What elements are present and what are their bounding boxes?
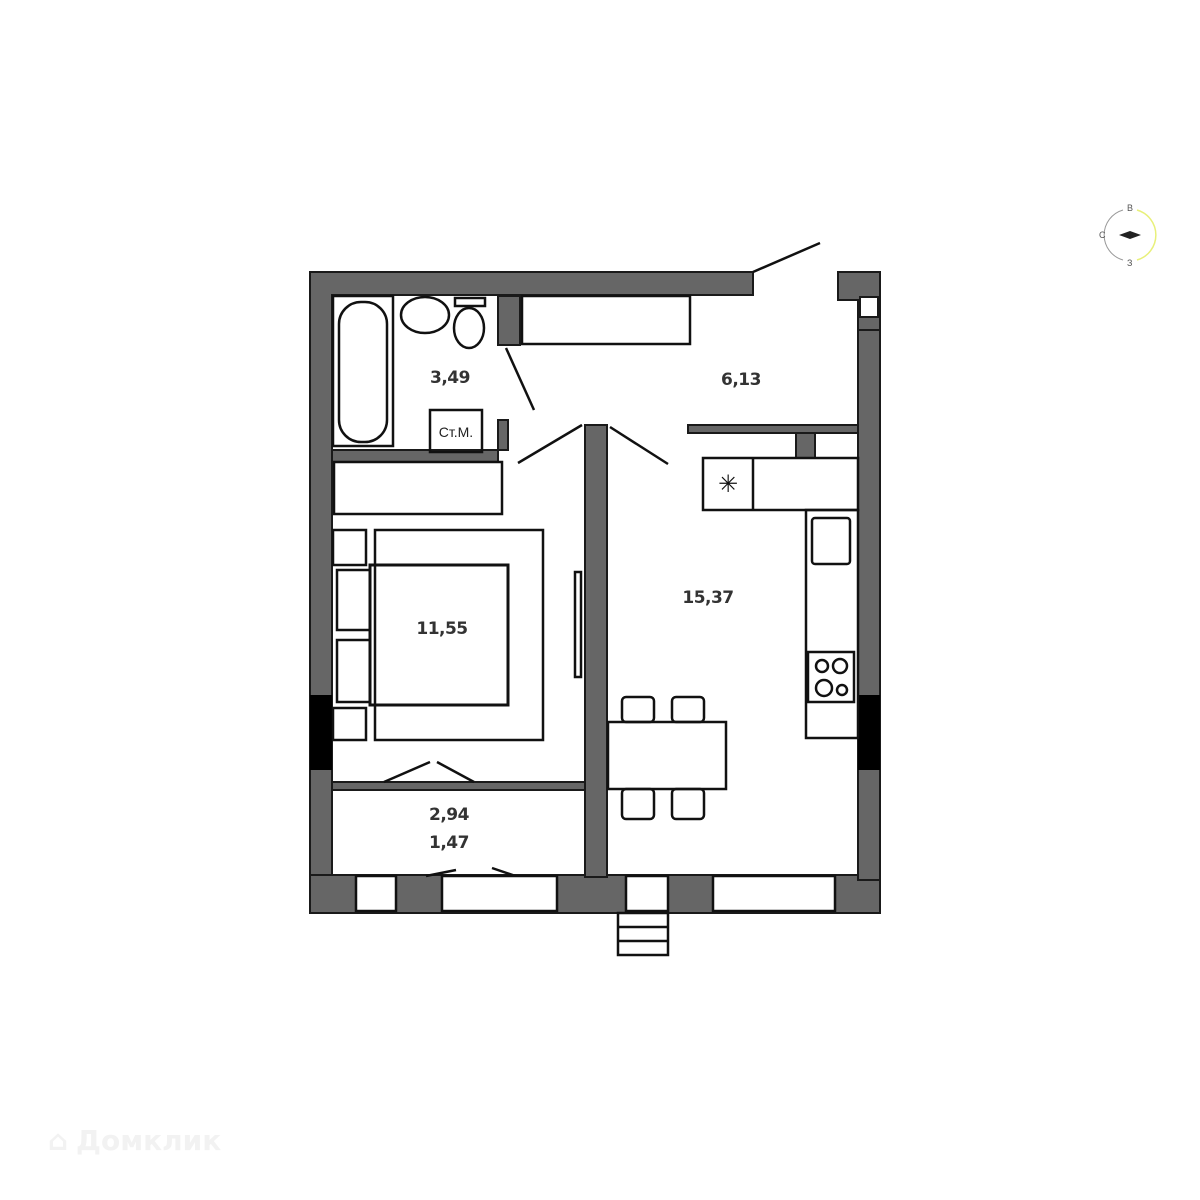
compass-west: З <box>1127 258 1133 268</box>
room-area-bathroom: 3,49 <box>430 368 470 388</box>
room-area-bedroom: 11,55 <box>416 619 468 639</box>
compass: В С З <box>1095 200 1165 270</box>
washing-machine-label: Ст.М. <box>438 424 474 440</box>
room-area-kitchen-living: 15,37 <box>682 588 734 608</box>
fridge-icon: ✳ <box>718 470 738 498</box>
walls <box>309 271 881 914</box>
room-area-hallway: 6,13 <box>721 370 761 390</box>
compass-east: В <box>1127 203 1134 213</box>
room-area-balcony-reduced: 1,47 <box>429 833 469 853</box>
room-area-balcony: 2,94 <box>429 805 469 825</box>
brand-name: Домклик <box>76 1124 222 1157</box>
watermark-logo: ⌂ Домклик <box>48 1124 221 1157</box>
house-logo-icon: ⌂ <box>48 1124 69 1157</box>
compass-north: С <box>1099 230 1106 240</box>
